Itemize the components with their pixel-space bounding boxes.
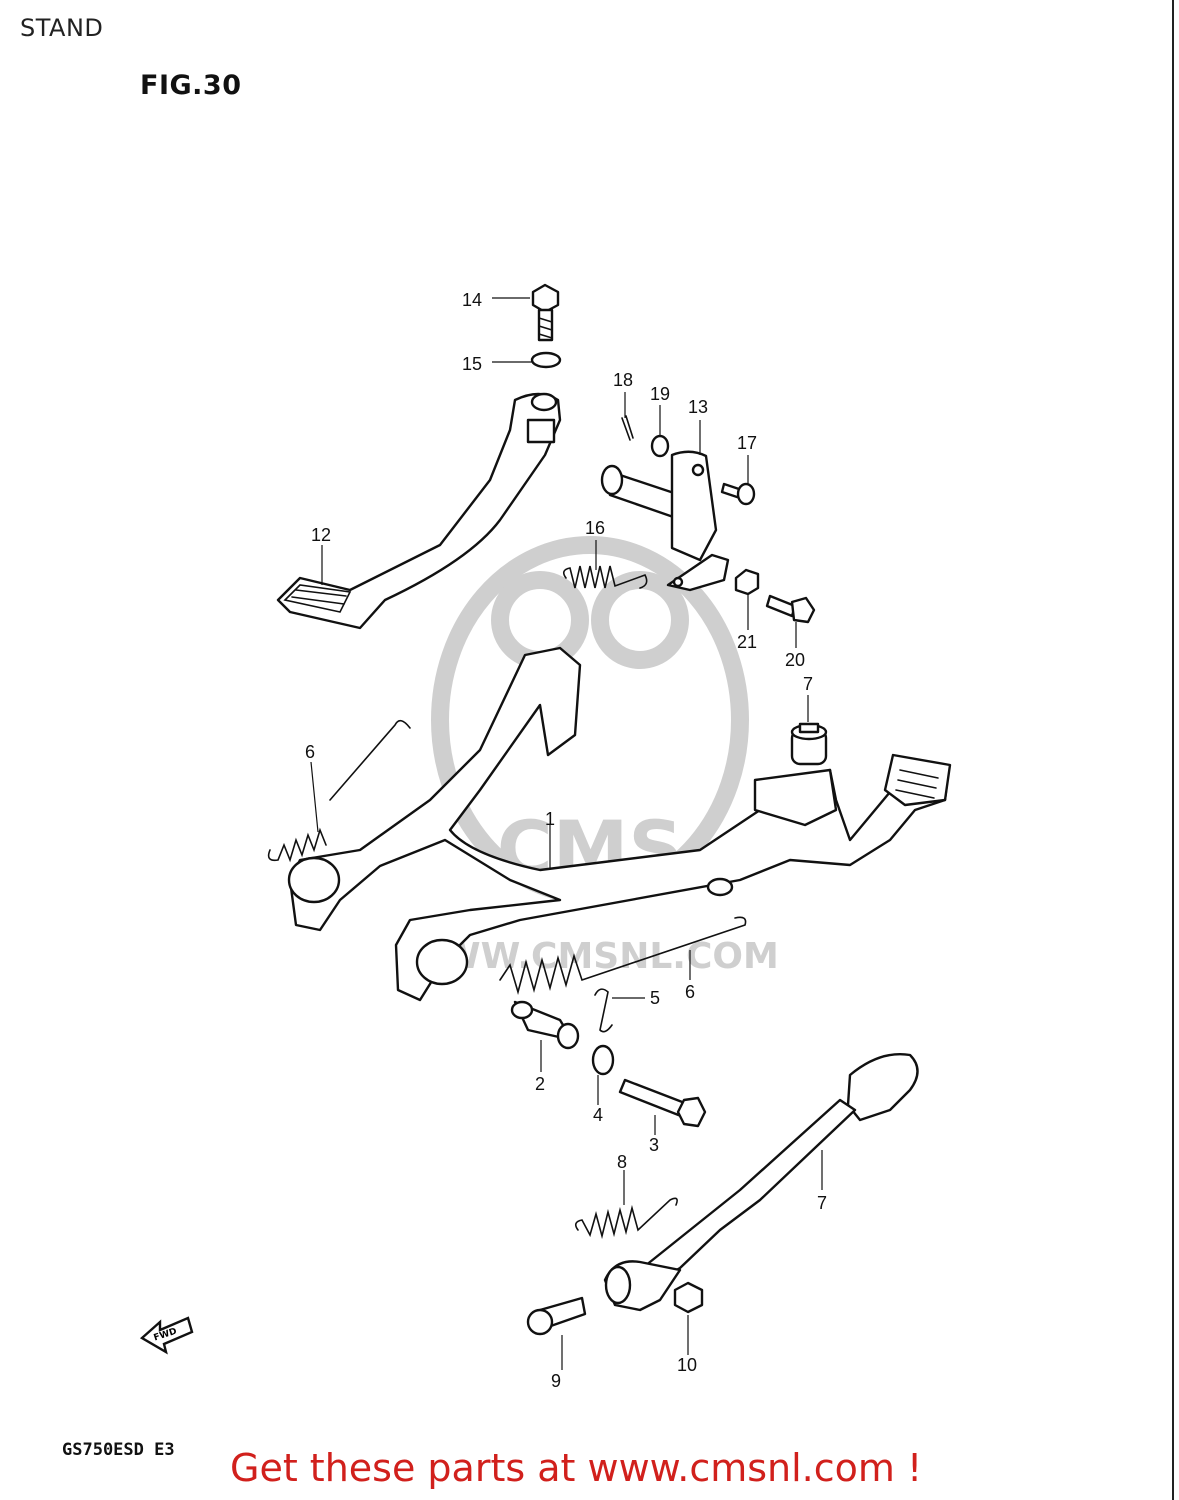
page-title: STAND [20,14,104,42]
callout-2: 2 [535,1074,545,1094]
callout-19: 19 [650,384,670,404]
callout-5: 5 [650,988,660,1008]
callout-14: 14 [462,290,482,310]
watermark-mascot-eye [591,571,689,669]
callout-17: 17 [737,433,757,453]
part-14-bolt [531,283,560,342]
part-8-side-stand [603,1053,919,1312]
part-16-spring [562,565,648,589]
part-6-spring-right [499,916,747,995]
part-9-spring [574,1197,678,1240]
part-21-nut [734,568,760,596]
part-4-washer [591,1044,615,1076]
callout-11: 10 [677,1355,697,1375]
part-11-nut [673,1281,704,1314]
part-18-cotter-pin [621,415,634,441]
watermark-mascot-eye [491,571,589,669]
part-10-bolt [526,1296,587,1336]
callouts: 14 15 18 19 13 17 12 16 21 20 7 6 1 6 5 … [305,290,827,1391]
callout-6-right: 6 [685,982,695,1002]
callout-1: 1 [545,809,555,829]
callout-9: 8 [617,1152,627,1172]
callout-10: 9 [551,1371,561,1391]
leader-lines [310,297,823,1370]
right-frame-line [1172,0,1174,1500]
part-12-brake-pedal [276,392,562,630]
part-15-washer [530,351,562,369]
part-1-main-stand [287,646,952,1002]
part-5-clip [594,988,613,1033]
part-17-bolt [720,482,756,506]
model-code: GS750ESD E3 [62,1440,175,1460]
callout-3: 3 [649,1135,659,1155]
callout-8: 7 [817,1193,827,1213]
callout-12: 12 [311,525,331,545]
callout-21: 21 [737,632,757,652]
callout-6-left: 6 [305,742,315,762]
part-7-stopper [790,722,828,766]
part-3-bolt [618,1078,707,1128]
callout-18: 18 [613,370,633,390]
part-19-washer [650,434,670,458]
callout-4: 4 [593,1105,603,1125]
part-6-spring-left [267,719,411,863]
figure-label: FIG.30 [140,70,242,101]
part-20-bolt [765,594,816,624]
callout-16: 16 [585,518,605,538]
callout-15: 15 [462,354,482,374]
part-2-collar [510,1000,580,1050]
callout-20: 20 [785,650,805,670]
part-13-bracket [600,450,730,592]
callout-13: 13 [688,397,708,417]
callout-7: 7 [803,674,813,694]
call-to-action-link[interactable]: Get these parts at www.cmsnl.com ! [230,1446,923,1490]
fwd-arrow-icon: FWD [139,1316,194,1355]
